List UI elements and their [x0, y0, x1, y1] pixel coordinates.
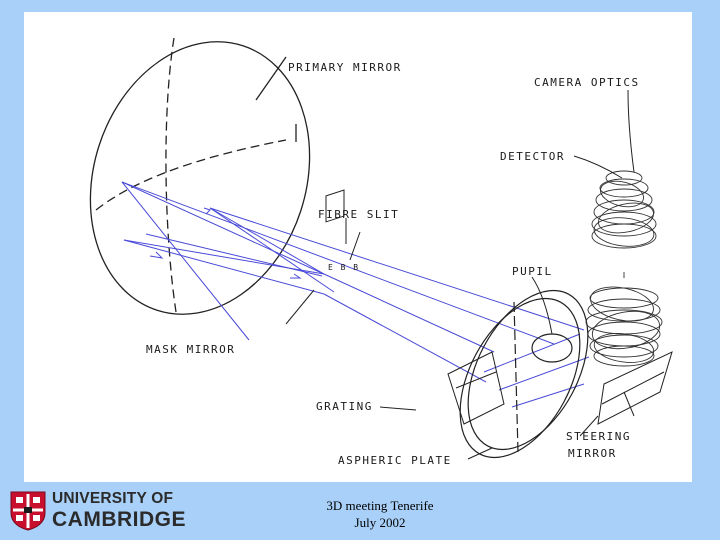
- diagram-panel: E B B: [24, 12, 692, 482]
- label-grating: GRATING: [316, 400, 373, 413]
- label-camera-optics: CAMERA OPTICS: [534, 76, 640, 89]
- spectrograph-diagram: E B B: [89, 37, 673, 467]
- university-logo: UNIVERSITY OF CAMBRIDGE: [10, 490, 200, 532]
- svg-text:E B B: E B B: [328, 263, 360, 272]
- label-steering-mirror-1: STEERING: [566, 430, 631, 443]
- label-mask-mirror: MASK MIRROR: [146, 343, 235, 356]
- steering-mirror: [597, 351, 673, 425]
- slide-footer: 3D meeting Tenerife July 2002: [300, 497, 460, 531]
- label-detector: DETECTOR: [500, 150, 565, 163]
- fibre-slit-assembly: E B B: [285, 189, 361, 325]
- label-aspheric-plate: ASPHERIC PLATE: [338, 454, 452, 467]
- footer-event: 3D meeting Tenerife: [326, 498, 434, 513]
- label-primary-mirror: PRIMARY MIRROR: [288, 61, 402, 74]
- cambridge-shield-icon: [10, 491, 46, 531]
- detector: [591, 170, 657, 249]
- footer-date: July 2002: [354, 515, 406, 530]
- logo-line-1: UNIVERSITY OF: [52, 490, 174, 507]
- optical-rays: [121, 181, 590, 408]
- label-fibre-slit: FIBRE SLIT: [318, 208, 399, 221]
- camera-optics: [585, 272, 663, 367]
- label-steering-mirror-2: MIRROR: [568, 447, 617, 460]
- logo-line-2: CAMBRIDGE: [52, 508, 186, 531]
- leader-lines: [379, 89, 635, 460]
- label-pupil: PUPIL: [512, 265, 553, 278]
- primary-mirror: [89, 37, 311, 315]
